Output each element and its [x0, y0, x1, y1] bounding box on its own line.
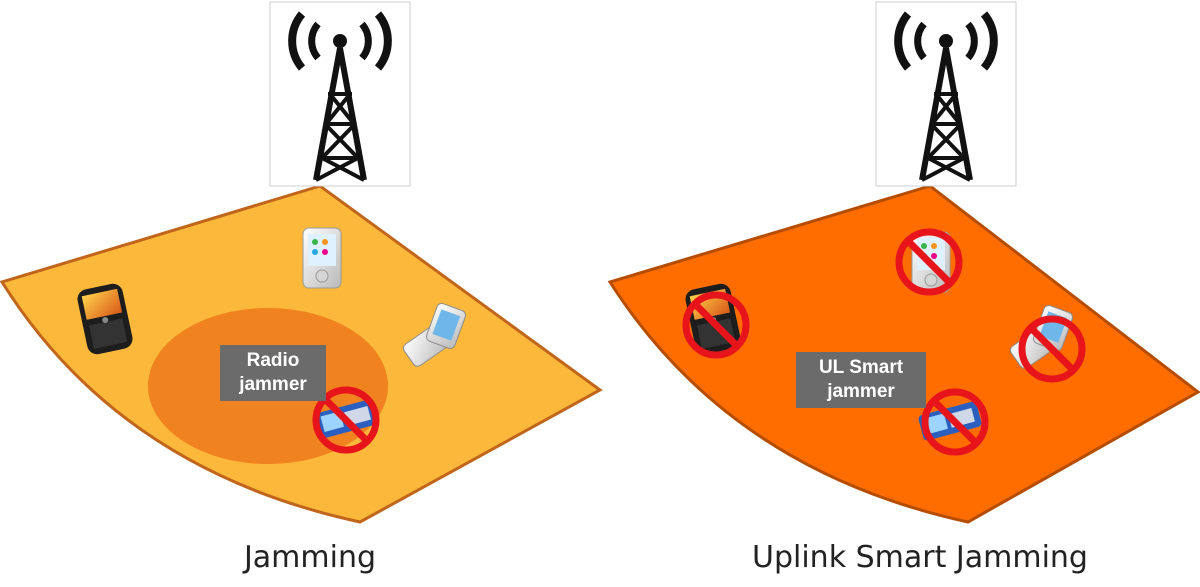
radio-tower-icon	[270, 2, 410, 186]
radio-jammer-label: Radio jammer	[220, 345, 326, 401]
jammer-label-line: Radio	[246, 350, 300, 371]
ul-smart-jammer-label: UL Smart jammer	[796, 352, 926, 408]
jammer-label-line: jammer	[827, 381, 895, 402]
jammer-label-line: UL Smart	[818, 357, 904, 378]
jammer-label-line: jammer	[239, 374, 307, 395]
radio-tower-icon	[876, 2, 1016, 186]
right-panel-caption: Uplink Smart Jamming	[752, 540, 1088, 575]
left-panel-caption: Jamming	[243, 540, 377, 575]
right-panel	[607, 2, 1200, 524]
mobile-phone-icon	[302, 227, 342, 289]
left-panel	[0, 2, 603, 524]
